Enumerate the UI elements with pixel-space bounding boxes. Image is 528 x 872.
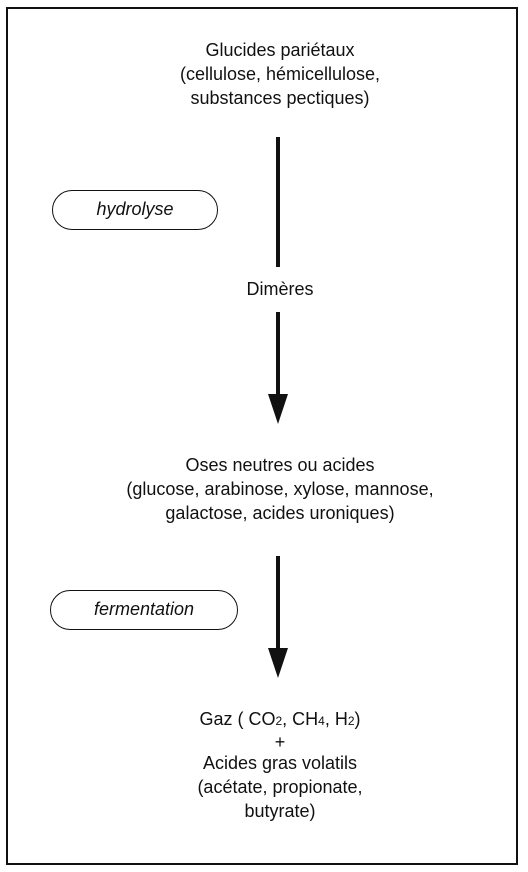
arrowhead-to-oses xyxy=(268,394,288,424)
node-oses: Oses neutres ou acides (glucose, arabino… xyxy=(110,453,450,525)
oses-detail-1: (glucose, arabinose, xylose, mannose, xyxy=(126,479,434,499)
oses-detail-2: galactose, acides uroniques) xyxy=(165,503,395,523)
process-fermentation-label: fermentation xyxy=(93,599,195,619)
arrowhead-to-gaz xyxy=(268,648,288,678)
connector-dimeres-oses xyxy=(276,312,280,396)
node-dimeres: Dimères xyxy=(110,277,450,301)
oses-title: Oses neutres ou acides xyxy=(185,455,375,475)
glucides-title: Glucides pariétaux xyxy=(205,40,355,60)
glucides-detail-2: substances pectiques) xyxy=(190,88,370,108)
acides-gras-detail-2: butyrate) xyxy=(244,801,316,821)
acides-gras-detail-1: (acétate, propionate, xyxy=(197,777,363,797)
dimeres-title: Dimères xyxy=(246,279,314,299)
diagram-frame xyxy=(6,7,518,865)
connector-oses-gaz xyxy=(276,556,280,650)
glucides-detail-1: (cellulose, hémicellulose, xyxy=(179,64,381,84)
connector-glucides-dimeres xyxy=(276,137,280,267)
node-gaz-acides: Gaz ( CO2, CH4, H2) + Acides gras volati… xyxy=(110,707,450,823)
gaz-line: Gaz ( CO2, CH4, H2) xyxy=(199,709,361,729)
acides-gras-title: Acides gras volatils xyxy=(202,753,358,773)
process-hydrolyse: hydrolyse xyxy=(52,190,218,230)
process-fermentation: fermentation xyxy=(50,590,238,630)
node-glucides-parietaux: Glucides pariétaux (cellulose, hémicellu… xyxy=(110,38,450,110)
process-hydrolyse-label: hydrolyse xyxy=(96,199,174,219)
plus-sign: + xyxy=(274,732,286,752)
